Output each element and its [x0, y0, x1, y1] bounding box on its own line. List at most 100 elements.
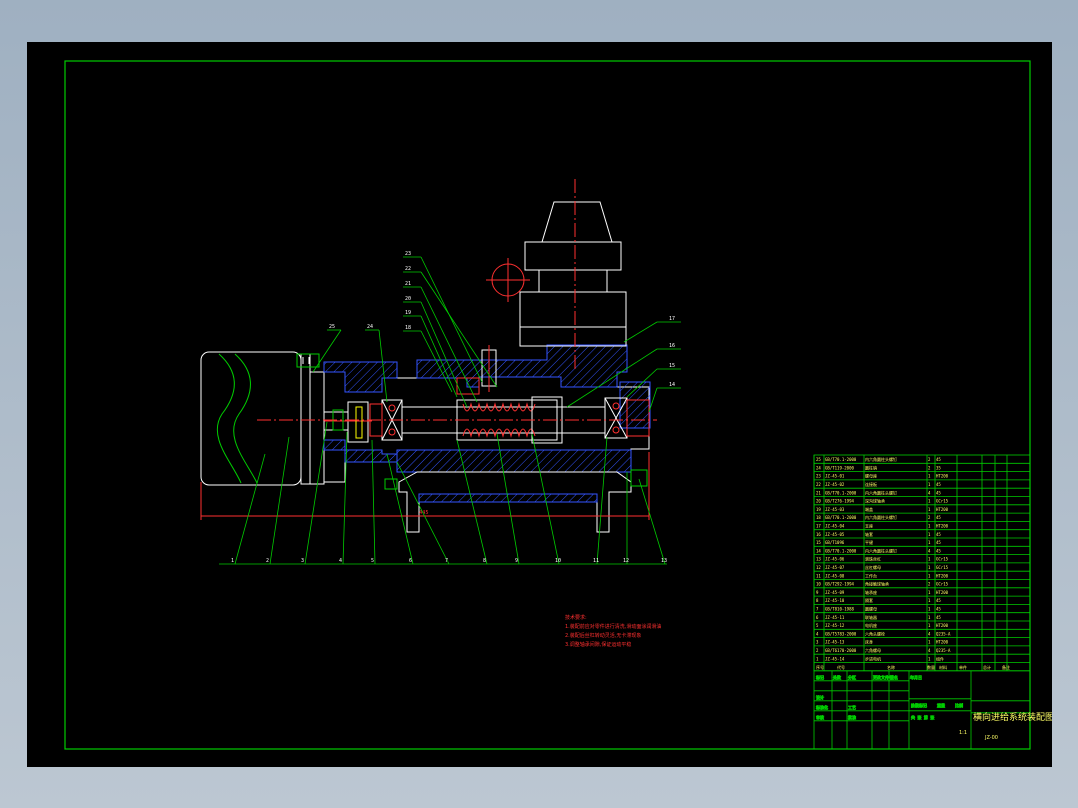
bom-header-cell: 单件 — [959, 664, 967, 670]
bom-cell: 1 — [928, 540, 931, 545]
bom-cell: 4 — [928, 631, 931, 636]
balloon-bottom-4: 4 — [339, 558, 342, 564]
bom-cell: GB/T70.1-2000 — [825, 490, 857, 495]
bom-header-cell: 总计 — [983, 664, 991, 670]
bom-cell: 11 — [816, 573, 821, 578]
bom-cell: 螺母座 — [865, 473, 877, 479]
bom-cell: 1 — [928, 507, 931, 512]
bom-cell: 工作台 — [865, 572, 877, 578]
bom-cell: 23 — [816, 474, 821, 479]
bom-cell: 12 — [816, 565, 821, 570]
bom-cell: 端盖 — [865, 506, 873, 512]
bom-cell: HT200 — [936, 573, 949, 578]
bom-cell: HT200 — [936, 640, 949, 645]
balloon-upper-20: 20 — [405, 296, 411, 302]
bom-cell: GB/T1096 — [825, 540, 845, 545]
bom-cell: HT200 — [936, 524, 949, 529]
title-block-label: 分区 — [848, 674, 856, 680]
bom-cell: 2 — [816, 648, 819, 653]
bom-header-cell: 序号 — [816, 664, 824, 670]
bom-cell: 21 — [816, 490, 821, 495]
technical-notes: 技术要求: 1.装配前应对零件进行清洗,滑动面涂润滑油 2.装配后丝杠转动灵活,… — [565, 614, 661, 648]
title-block-label: 年月日 — [910, 674, 922, 680]
bom-cell: JZ-45-06 — [825, 557, 845, 562]
bom-cell: 1 — [928, 656, 931, 661]
balloon-left-24: 24 — [367, 324, 373, 330]
bom-cell: 8 — [816, 598, 819, 603]
bom-header-cell: 备注 — [1002, 664, 1010, 670]
bom-cell: 电机座 — [865, 622, 877, 628]
balloon-bottom-1: 1 — [231, 558, 234, 564]
bom-cell: GB/T70.1-2000 — [825, 515, 857, 520]
title-block-label: 标准化 — [816, 704, 828, 710]
title-block-label: 阶段标记 — [911, 702, 927, 708]
bom-cell: 9 — [816, 590, 819, 595]
bom-cell: 45 — [936, 540, 941, 545]
bom-cell: 45 — [936, 490, 941, 495]
bom-cell: 滚珠丝杠 — [865, 556, 881, 562]
bom-cell: 1 — [928, 573, 931, 578]
bom-cell: 平键 — [865, 539, 873, 545]
bom-cell: GB/T5783-2000 — [825, 631, 857, 636]
bom-cell: 25 — [816, 457, 821, 462]
drawing-title: 横向进给系统装配图 — [973, 711, 1052, 723]
bom-cell: 联轴器 — [865, 614, 877, 620]
bom-cell: 19 — [816, 507, 821, 512]
bom-cell: 2 — [928, 457, 931, 462]
bom-cell: 深沟球轴承 — [865, 498, 885, 504]
bom-cell: 15 — [816, 540, 821, 545]
bom-cell: 1 — [928, 499, 931, 504]
title-block-label: 更改文件号 — [873, 674, 893, 680]
bom-header-cell: 材料 — [939, 664, 947, 670]
title-block-label: 共 张 第 张 — [911, 714, 934, 720]
bom-cell: 内六角圆柱头螺钉 — [865, 547, 897, 553]
notes-line-3: 3.调整轴承间隙,保证运动平稳 — [565, 641, 631, 648]
bom-cell: 1 — [928, 557, 931, 562]
overall-dimension: 445 — [200, 452, 650, 520]
bom-header-cell: 数量 — [927, 664, 935, 670]
bom-cell: 1 — [928, 590, 931, 595]
bom-cell: 内六角圆柱头螺钉 — [865, 456, 897, 462]
bom-cell: 7 — [816, 607, 819, 612]
title-block-label: 批准 — [848, 714, 856, 720]
title-block-label: 工艺 — [848, 705, 856, 710]
bom-cell: JZ-45-05 — [825, 532, 845, 537]
bom-cell: 16 — [816, 532, 821, 537]
bom-cell: 轴承座 — [865, 589, 877, 595]
dimension-text: 445 — [419, 510, 429, 516]
title-block-label: 设计 — [816, 694, 824, 700]
title-block-label: 重量 — [937, 702, 945, 708]
tool-holder — [541, 201, 613, 243]
bom-cell: 35 — [936, 465, 941, 470]
bom-cell: 丝杠螺母 — [865, 564, 881, 570]
balloon-bottom-10: 10 — [555, 558, 561, 564]
bom-cell: JZ-45-11 — [825, 615, 845, 620]
bom-cell: 14 — [816, 548, 821, 553]
balloon-right-16: 16 — [669, 343, 675, 349]
balloon-upper-18: 18 — [405, 325, 411, 331]
title-block-label: 签名 — [890, 674, 898, 680]
bom-cell: GCr15 — [936, 582, 949, 587]
bom-cell: 45 — [936, 607, 941, 612]
bom-cell: 组件 — [936, 655, 944, 661]
bom-cell: 22 — [816, 482, 821, 487]
bom-cell: GCr15 — [936, 565, 949, 570]
bom-cell: JZ-45-12 — [825, 623, 845, 628]
bom-cell: 1 — [928, 607, 931, 612]
bom-cell: 20 — [816, 499, 821, 504]
bom-cell: GB/T292-1994 — [825, 582, 854, 587]
bom-cell: JZ-45-10 — [825, 598, 845, 603]
bom-cell: 角接触球轴承 — [865, 581, 889, 587]
bom-cell: 45 — [936, 598, 941, 603]
balloon-bottom-12: 12 — [623, 558, 629, 564]
bom-cell: 45 — [936, 615, 941, 620]
balloon-upper-22: 22 — [405, 266, 411, 272]
bom-cell: HT200 — [936, 474, 949, 479]
bom-cell: 45 — [936, 482, 941, 487]
balloon-upper-19: 19 — [405, 310, 411, 316]
balloon-right-15: 15 — [669, 363, 675, 369]
